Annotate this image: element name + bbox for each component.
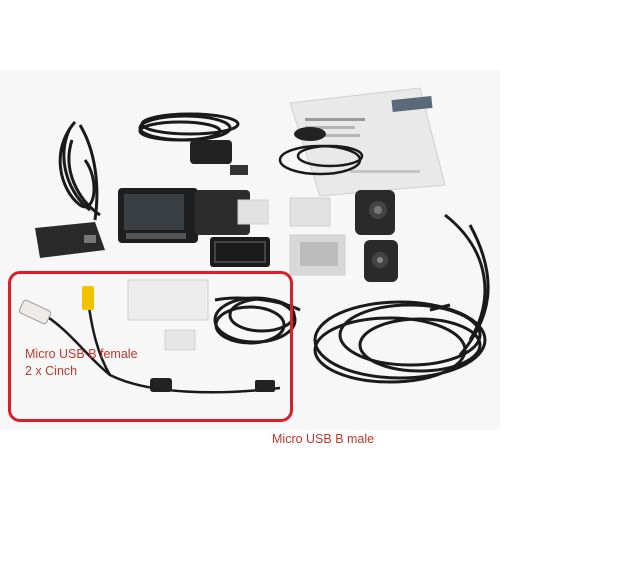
highlight-box — [8, 271, 293, 422]
dashcam-unit — [118, 188, 250, 243]
car-charger-cable — [138, 112, 240, 142]
label-micro-usb-b-male: Micro USB B male — [272, 432, 375, 446]
rear-camera — [35, 222, 105, 258]
label-cinch: 2 x Cinch — [25, 364, 78, 378]
micro-usb-female-connector — [150, 378, 172, 392]
av-cable-coil — [213, 296, 301, 345]
cinch-adapter-cable — [18, 286, 281, 394]
power-cable-coil — [58, 121, 101, 221]
yellow-cinch-plug — [82, 286, 94, 310]
mount-bracket — [210, 237, 270, 267]
micro-usb-male-connector — [255, 380, 275, 392]
white-cinch-plug — [18, 299, 52, 325]
battery-pack — [300, 242, 338, 266]
usb-cable-coil — [278, 144, 364, 176]
car-charger-plug — [190, 140, 232, 164]
label-micro-usb-b-female: Micro USB B female — [25, 347, 138, 361]
interior-camera — [355, 190, 398, 282]
extension-cable-coil — [313, 213, 490, 384]
